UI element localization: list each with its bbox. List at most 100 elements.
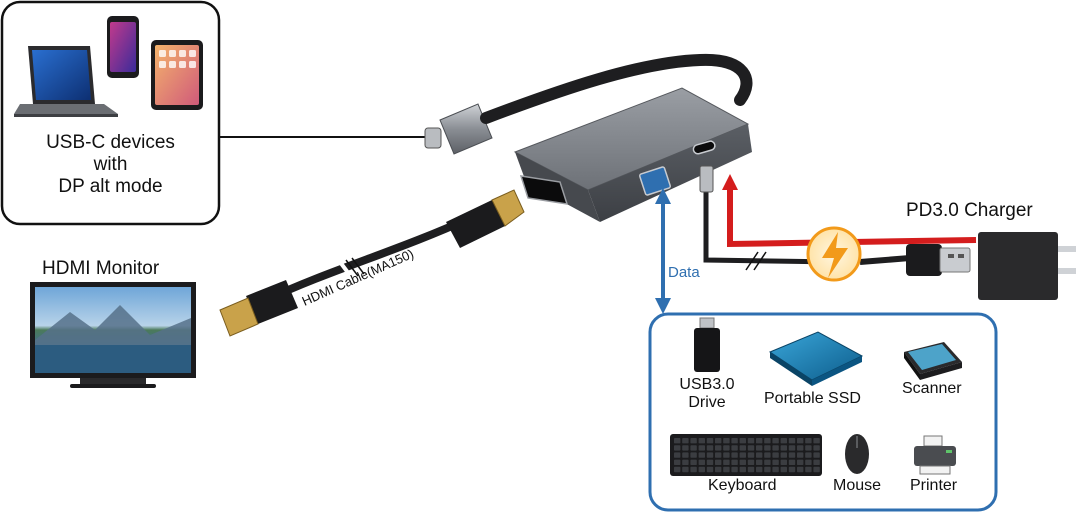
keyboard-key — [731, 438, 738, 444]
keyboard-key — [723, 452, 730, 458]
keyboard-key — [797, 445, 804, 451]
keyboard-key — [813, 466, 820, 473]
usb-drive-icon — [694, 317, 720, 372]
hdmi-monitor-icon — [30, 282, 196, 388]
usb-c-cable — [480, 53, 753, 124]
keyboard-key — [756, 466, 763, 473]
charger-usb-c-plug-icon — [699, 165, 714, 193]
keyboard-key — [756, 459, 763, 465]
keyboard-key — [715, 466, 722, 473]
portable-ssd-label: Portable SSD — [764, 390, 861, 407]
keyboard-key — [682, 466, 689, 473]
hdmi-monitor-label: HDMI Monitor — [42, 258, 160, 279]
keyboard-key — [723, 466, 730, 473]
keyboard-key — [788, 438, 796, 444]
usb-drive-label: USB3.0 Drive — [672, 376, 742, 413]
keyboard-key — [797, 438, 804, 444]
keyboard-key — [715, 445, 722, 451]
keyboard-key — [780, 452, 787, 458]
keyboard-key — [780, 466, 787, 473]
keyboard-key — [772, 445, 779, 451]
keyboard-key — [772, 452, 779, 458]
keyboard-key — [747, 459, 755, 465]
source-devices-label: USB-C devices with DP alt mode — [2, 132, 219, 198]
pd-charger-icon — [978, 232, 1076, 300]
keyboard-key — [739, 466, 746, 473]
keyboard-key — [690, 445, 697, 451]
printer-icon — [914, 435, 956, 475]
mouse-icon — [845, 434, 869, 474]
tablet-icon — [151, 40, 203, 110]
keyboard-key — [706, 459, 714, 465]
keyboard-key — [739, 452, 746, 458]
keyboard-key — [805, 459, 812, 465]
keyboard-key — [690, 452, 697, 458]
portable-ssd-icon — [768, 331, 864, 386]
usb-c-hub-icon — [513, 87, 752, 222]
keyboard-key — [731, 459, 738, 465]
keyboard-key — [698, 459, 705, 465]
data-arrow — [655, 188, 671, 314]
keyboard-key — [739, 459, 746, 465]
scanner-label: Scanner — [902, 380, 962, 397]
keyboard-key — [797, 459, 804, 465]
keyboard-key — [764, 459, 771, 465]
source-devices-line-2: with — [93, 153, 128, 175]
keyboard-key — [788, 466, 796, 473]
usb-c-plug-icon — [424, 103, 493, 155]
keyboard-key — [674, 466, 681, 473]
mouse-label: Mouse — [833, 477, 882, 494]
keyboard-key — [788, 459, 796, 465]
keyboard-key — [723, 438, 730, 444]
keyboard-key — [788, 445, 796, 451]
keyboard-key — [788, 452, 796, 458]
keyboard-key — [805, 445, 812, 451]
scanner-icon — [904, 342, 962, 380]
source-devices-line-3: DP alt mode — [58, 175, 163, 197]
keyboard-key — [706, 466, 714, 473]
keyboard-key — [690, 466, 697, 473]
keyboard-key — [698, 445, 705, 451]
keyboard-key — [698, 466, 705, 473]
keyboard-key — [715, 459, 722, 465]
keyboard-key — [690, 459, 697, 465]
keyboard-key — [698, 438, 705, 444]
keyboard-key — [706, 445, 714, 451]
keyboard-key — [698, 452, 705, 458]
keyboard-key — [747, 452, 755, 458]
keyboard-key — [756, 438, 763, 444]
keyboard-label: Keyboard — [708, 477, 777, 494]
hdmi-cable-icon — [219, 189, 525, 337]
laptop-icon — [14, 46, 118, 117]
keyboard-key — [747, 438, 755, 444]
keyboard-key — [739, 445, 746, 451]
usb-drive-label-line-2: Drive — [688, 394, 726, 412]
keyboard-key — [780, 438, 787, 444]
keyboard-key — [764, 445, 771, 451]
keyboard-key — [764, 466, 771, 473]
keyboard-key — [772, 459, 779, 465]
keyboard-key — [780, 459, 787, 465]
keyboard-key — [674, 438, 681, 444]
keyboard-key — [731, 452, 738, 458]
keyboard-key — [756, 452, 763, 458]
data-link-label: Data — [668, 264, 700, 281]
keyboard-key — [797, 452, 804, 458]
keyboard-key — [813, 452, 820, 458]
printer-label: Printer — [910, 477, 958, 494]
lightning-bolt-icon — [806, 226, 862, 282]
keyboard-key — [805, 438, 812, 444]
keyboard-key — [747, 466, 755, 473]
keyboard-key — [682, 459, 689, 465]
keyboard-key — [780, 445, 787, 451]
keyboard-key — [731, 445, 738, 451]
keyboard-key — [674, 452, 681, 458]
charger-usb-a-plug-icon — [906, 244, 971, 276]
keyboard-key — [813, 445, 820, 451]
keyboard-key — [715, 438, 722, 444]
source-devices-line-1: USB-C devices — [46, 132, 175, 153]
keyboard-key — [715, 452, 722, 458]
keyboard-key — [690, 438, 697, 444]
